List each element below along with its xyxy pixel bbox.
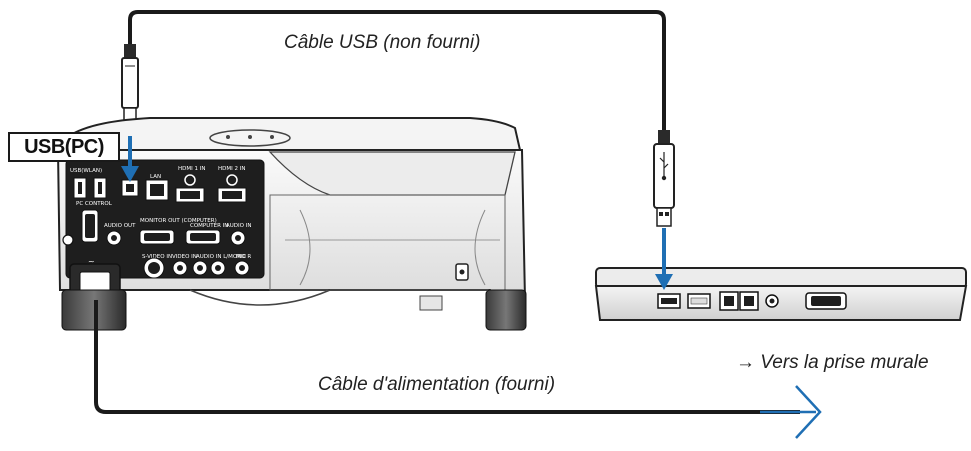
outlet-arrow-icon [795, 385, 822, 439]
projector: USB(WLAN) LAN HDMI 1 IN HDMI 2 IN PC CON… [56, 117, 527, 331]
laptop-audio-jack [765, 294, 779, 308]
label-hdmi2: HDMI 2 IN [218, 166, 245, 172]
arrow-to-laptop-usb [655, 228, 673, 290]
usb-b-plug [121, 44, 139, 127]
svg-text:~: ~ [88, 257, 95, 266]
usb-pc-port [121, 179, 139, 197]
hdmi2-port [217, 174, 247, 203]
usb-a-plug [653, 130, 675, 227]
label-computer-in: COMPUTER IN [190, 223, 228, 229]
power-cable [94, 300, 822, 439]
label-svideo: S-VIDEO IN [142, 254, 172, 260]
arrow-to-usb-pc [121, 136, 139, 182]
laptop-vga-port [805, 292, 847, 310]
svideo-port [143, 257, 165, 279]
label-pc-control: PC CONTROL [76, 201, 113, 207]
laptop [594, 267, 968, 321]
audio-in-r-port [210, 260, 226, 276]
label-audio-out: AUDIO OUT [104, 223, 136, 229]
label-mic: MIC [236, 254, 246, 260]
audio-in-l-port [192, 260, 208, 276]
power-cable-label: Câble d'alimentation (fourni) [318, 374, 556, 395]
usb-pc-callout: USB(PC) [8, 132, 120, 162]
computer-in-port [185, 229, 221, 245]
mic-port [234, 260, 250, 276]
audio-in-port [230, 230, 246, 246]
label-audio-in-lmono: AUDIO IN L/MONO R [196, 254, 251, 260]
wall-outlet-label: → Vers la prise murale [736, 352, 929, 373]
label-monitor-out: MONITOR OUT (COMPUTER) [140, 218, 217, 224]
usb-wlan-port [73, 177, 107, 199]
hdmi1-port [175, 174, 205, 203]
usb-symbol-icon [659, 152, 669, 181]
laptop-usb-port [657, 293, 681, 309]
projector-foot-right [485, 289, 527, 331]
audio-out-port [106, 230, 122, 246]
label-lan: LAN [150, 174, 161, 180]
label-audio-in: AUDIO IN [226, 223, 251, 229]
video-in-port [172, 260, 188, 276]
usb-cable-label: Câble USB (non fourni) [284, 32, 481, 53]
monitor-out-port [139, 229, 175, 245]
label-hdmi1: HDMI 1 IN [178, 166, 205, 172]
usb-cable [121, 10, 675, 227]
pc-control-port [81, 209, 99, 243]
laptop-rj-ports [719, 291, 759, 311]
laptop-usb-port-2 [687, 293, 711, 309]
label-usb-wlan: USB(WLAN) [70, 168, 102, 174]
lan-port [145, 179, 169, 201]
label-video-in: VIDEO IN [172, 254, 197, 260]
